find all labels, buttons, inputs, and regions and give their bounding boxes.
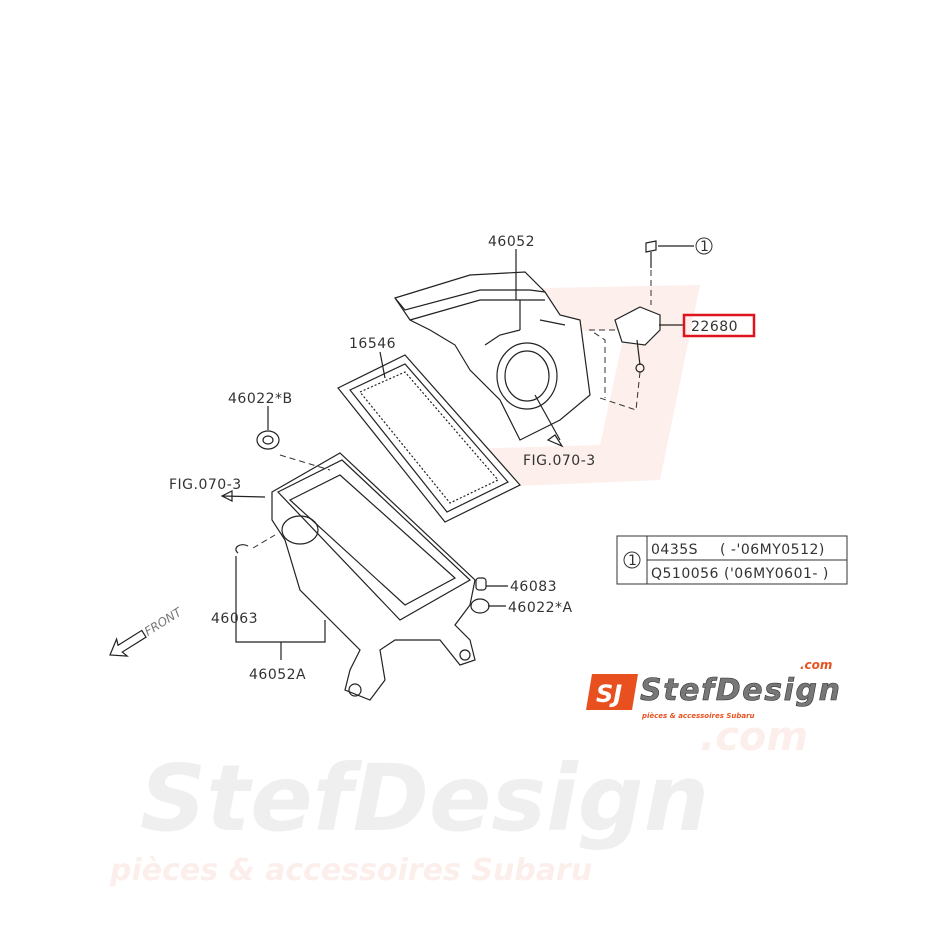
part-label-46052[interactable]: 46052 <box>488 234 535 250</box>
grommet-46022a <box>470 598 490 614</box>
callout-1-label: 1 <box>700 239 709 255</box>
logo-name: StefDesign <box>640 673 840 708</box>
grommet-46022b <box>256 430 280 450</box>
bolt-reference-table: 1 0435S ( -'06MY0512) Q510056 ('06MY0601… <box>616 535 848 585</box>
stefdesign-logo: SJ StefDesign .com pièces & accessoires … <box>586 658 840 720</box>
part-label-16546[interactable]: 16546 <box>349 336 396 352</box>
callout-circle <box>695 237 713 255</box>
front-label: FRONT <box>142 604 186 638</box>
air-cleaner-case-upper <box>394 271 591 441</box>
logo-mark: SJ <box>596 680 622 708</box>
part-label-22680[interactable]: 22680 <box>691 319 738 335</box>
table-part: 0435S <box>651 542 698 558</box>
table-ref: 1 <box>628 553 637 569</box>
watermark-tld: .com <box>700 714 808 760</box>
figure-ref-right[interactable]: FIG.070-3 <box>523 453 596 469</box>
figure-ref-left[interactable]: FIG.070-3 <box>169 477 242 493</box>
front-arrow: FRONT <box>109 604 186 657</box>
part-label-46022b[interactable]: 46022*B <box>228 391 293 407</box>
watermark-tagline: pièces & accessoires Subaru <box>109 853 592 888</box>
clip-46063 <box>235 544 249 554</box>
grommet-46083 <box>475 577 487 591</box>
table-part: Q510056 <box>651 566 719 582</box>
part-label-46083[interactable]: 46083 <box>510 579 557 595</box>
table-range: ( -'06MY0512) <box>720 542 825 558</box>
mass-airflow-sensor <box>614 240 661 373</box>
part-label-46063[interactable]: 46063 <box>211 611 258 627</box>
logo-tagline: pièces & accessoires Subaru <box>641 712 755 720</box>
part-label-46022a[interactable]: 46022*A <box>508 600 573 616</box>
table-range: ('06MY0601- ) <box>724 566 829 582</box>
leader-lines <box>220 245 694 660</box>
logo-tld: .com <box>800 658 832 672</box>
air-cleaner-case-lower <box>271 452 476 701</box>
part-label-46052a[interactable]: 46052A <box>249 667 306 683</box>
watermark-name: StefDesign <box>140 745 709 852</box>
highlight-box <box>682 313 756 338</box>
air-filter-element <box>337 354 521 523</box>
